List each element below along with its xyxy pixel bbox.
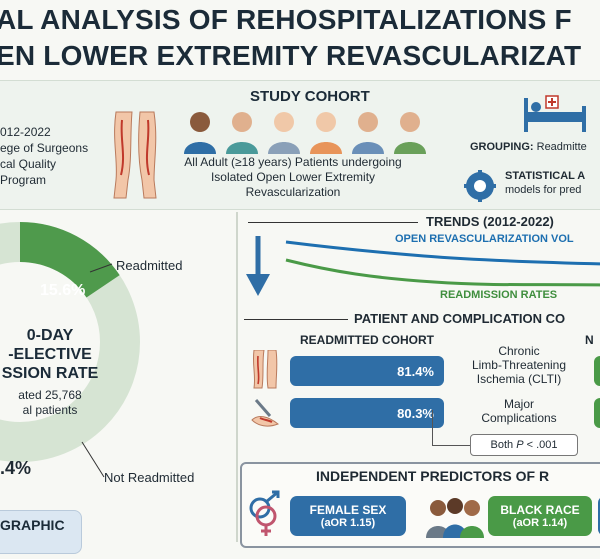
- donut-center-title: 0-DAY -ELECTIVE SSION RATE: [0, 326, 100, 383]
- grouping-value: Readmitte: [536, 141, 587, 153]
- readmitted-label: Readmitted: [116, 258, 183, 273]
- clti-non-readmitted-bar: [594, 356, 600, 386]
- complications-label: Major Complications: [454, 397, 584, 425]
- clti-label-line2: Limb-Threatening: [471, 358, 567, 372]
- non-readmitted-cohort-header: N: [585, 333, 594, 347]
- page-title-line2: EN LOWER EXTREMITY REVASCULARIZAT: [0, 40, 582, 71]
- comparison-title: PATIENT AND COMPLICATION CO: [354, 311, 566, 326]
- significance-suffix: < .001: [523, 439, 558, 451]
- significance-p: P: [516, 439, 524, 451]
- statistical-desc: models for pred: [505, 184, 582, 196]
- not-readmitted-percent: .4%: [0, 458, 32, 478]
- female-sex-predictor: FEMALE SEX (aOR 1.15): [290, 496, 406, 536]
- donut-center-line1: 0-DAY: [26, 327, 74, 344]
- bracket-left: [432, 410, 433, 446]
- black-race-aor: (aOR 1.14): [512, 517, 568, 529]
- volume-trend-line: [285, 240, 600, 266]
- clti-label-line3: Ischemia (CLTI): [476, 372, 562, 386]
- readmitted-percent: 15.6%: [40, 282, 86, 299]
- data-source-line3: cal Quality: [0, 157, 57, 171]
- data-source: 012-2022 ege of Surgeons cal Quality Pro…: [0, 124, 88, 188]
- donut-readmitted-arc: [19, 222, 120, 299]
- significance-box: Both P < .001: [470, 434, 578, 456]
- study-cohort-title: STUDY COHORT: [250, 88, 370, 105]
- demographic-tag-box: [0, 510, 82, 554]
- black-race-predictor: BLACK RACE (aOR 1.14): [488, 496, 592, 536]
- readmission-trend-label: READMISSION RATES: [440, 289, 558, 301]
- not-readmitted-label: Not Readmitted: [104, 470, 195, 485]
- trends-chart: [246, 236, 600, 296]
- legs-icon: [113, 111, 157, 199]
- female-sex-name: FEMALE SEX: [309, 503, 387, 517]
- hospital-bed-icon: [524, 95, 586, 132]
- complications-label-line2: Complications: [481, 411, 557, 425]
- leg-icon: [252, 350, 278, 389]
- data-source-line4: Program: [0, 173, 47, 187]
- gear-icon: [464, 170, 496, 202]
- data-source-line2: ege of Surgeons: [0, 141, 89, 155]
- down-arrow-icon: [246, 274, 270, 296]
- bracket-bottom: [432, 445, 470, 446]
- donut-center-line2: -ELECTIVE: [8, 346, 92, 363]
- complications-non-readmitted-bar: [594, 398, 600, 428]
- demographic-tag: GRAPHIC: [0, 517, 65, 533]
- top-band: [0, 80, 600, 210]
- people-group-icon: [184, 112, 426, 154]
- readmission-trend-line: [285, 258, 600, 287]
- scalpel-icon: [251, 399, 279, 427]
- donut-center-subtitle: ated 25,768 al patients: [0, 388, 100, 418]
- donut-center-line3: SSION RATE: [1, 365, 99, 382]
- diverse-people-icon: [426, 498, 484, 538]
- study-cohort-description: All Adult (≥18 years) Patients undergoin…: [184, 155, 402, 199]
- predictor-pill-cutoff: [598, 496, 600, 536]
- gender-symbol-icon: [249, 490, 280, 536]
- black-race-name: BLACK RACE: [500, 503, 580, 517]
- volume-trend-label: OPEN REVASCULARIZATION VOL: [395, 233, 574, 245]
- comparison-rule-left: [244, 319, 348, 320]
- page-title-line1: AL ANALYSIS OF REHOSPITALIZATIONS F: [0, 4, 572, 35]
- donut-center-line4: ated 25,768: [18, 388, 82, 402]
- trends-title: TRENDS (2012-2022): [426, 214, 554, 229]
- clti-readmitted-bar: 81.4%: [290, 356, 444, 386]
- section-divider: [236, 212, 238, 542]
- clti-label: Chronic Limb-Threatening Ischemia (CLTI): [454, 344, 584, 386]
- data-source-line1: 012-2022: [0, 125, 51, 139]
- statistical-text: STATISTICAL A models for pred: [505, 169, 585, 197]
- grouping-label: GROUPING:: [470, 141, 534, 153]
- readmitted-cohort-header: READMITTED COHORT: [300, 333, 434, 347]
- complications-label-line1: Major: [503, 397, 534, 411]
- predictors-title: INDEPENDENT PREDICTORS OF R: [316, 468, 550, 484]
- significance-prefix: Both: [490, 439, 517, 451]
- statistical-label: STATISTICAL A: [505, 170, 586, 182]
- clti-label-line1: Chronic: [498, 344, 540, 358]
- readmission-donut-chart: [0, 222, 140, 478]
- complications-readmitted-bar: 80.3%: [290, 398, 444, 428]
- trends-rule-left: [248, 222, 418, 223]
- female-sex-aor: (aOR 1.15): [320, 517, 376, 529]
- donut-center-line5: al patients: [22, 403, 78, 417]
- grouping-text: GROUPING: Readmitte: [470, 141, 587, 153]
